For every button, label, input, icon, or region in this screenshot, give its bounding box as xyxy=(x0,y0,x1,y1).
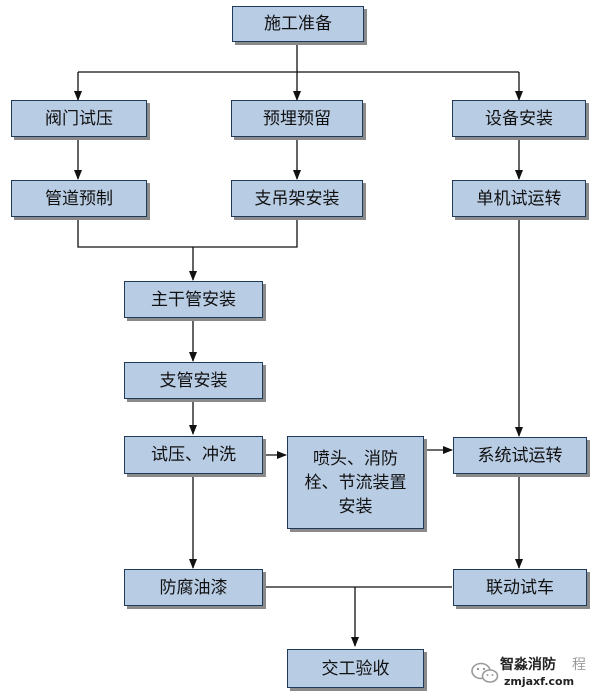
connector-merge-left xyxy=(77,217,298,248)
node-pipe-prefab-label: 管道预制 xyxy=(45,188,113,209)
node-single-run-label: 单机试运转 xyxy=(476,188,562,209)
node-main-pipe-install-label: 主干管安装 xyxy=(151,289,236,310)
node-sprinkler-install-line-2: 栓、节流装置 xyxy=(304,472,407,493)
node-pipe-prefab: 管道预制 xyxy=(11,180,147,217)
node-construction-prep: 施工准备 xyxy=(232,6,364,42)
watermark-suffix: 程 xyxy=(572,657,586,673)
node-main-pipe-install: 主干管安装 xyxy=(124,281,263,318)
node-equipment-install-label: 设备安装 xyxy=(485,108,553,129)
node-system-run: 系统试运转 xyxy=(453,437,587,474)
node-single-run: 单机试运转 xyxy=(452,180,586,217)
watermark-name: 智淼消防 xyxy=(500,657,556,673)
wechat-logo-icon xyxy=(471,662,499,683)
node-embed-reserve: 预埋预留 xyxy=(231,100,363,137)
watermark-url: zmjaxf.com xyxy=(504,675,575,688)
node-hanger-install-label: 支吊架安装 xyxy=(254,188,340,209)
node-hanger-install: 支吊架安装 xyxy=(231,180,363,217)
node-valve-test: 阀门试压 xyxy=(11,100,147,137)
node-linkage-test: 联动试车 xyxy=(453,569,587,606)
node-sprinkler-install: 喷头、消防 栓、节流装置 安装 xyxy=(287,436,424,529)
node-embed-reserve-label: 预埋预留 xyxy=(263,108,331,129)
node-pressure-flush: 试压、冲洗 xyxy=(124,436,263,474)
node-equipment-install: 设备安装 xyxy=(452,100,586,137)
watermark: 智淼消防 程 zmjaxf.com xyxy=(470,654,598,694)
node-branch-pipe-install: 支管安装 xyxy=(124,362,263,399)
node-valve-test-label: 阀门试压 xyxy=(45,108,113,129)
node-anticorrosion-paint: 防腐油漆 xyxy=(124,569,263,606)
node-handover-acceptance: 交工验收 xyxy=(287,649,424,688)
node-branch-pipe-install-label: 支管安装 xyxy=(159,370,228,391)
node-construction-prep-label: 施工准备 xyxy=(264,14,332,34)
node-sprinkler-install-line-3: 安装 xyxy=(338,496,373,517)
node-anticorrosion-paint-label: 防腐油漆 xyxy=(159,577,228,598)
node-handover-acceptance-label: 交工验收 xyxy=(321,658,390,679)
node-pressure-flush-label: 试压、冲洗 xyxy=(151,445,236,465)
node-sprinkler-install-line-1: 喷头、消防 xyxy=(313,448,398,469)
node-linkage-test-label: 联动试车 xyxy=(486,577,554,598)
node-system-run-label: 系统试运转 xyxy=(477,445,563,466)
